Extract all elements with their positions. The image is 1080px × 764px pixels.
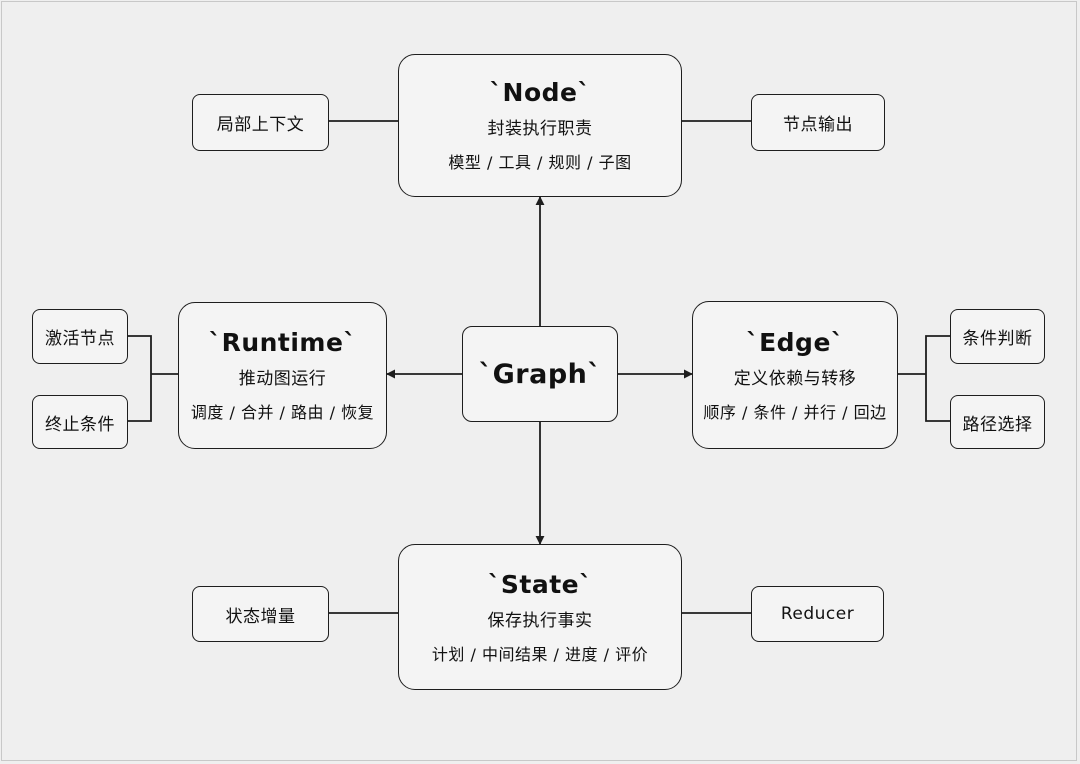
graph-title: `Graph` [478, 358, 602, 390]
node-title: `Node` [489, 78, 591, 107]
state-box: `State` 保存执行事实 计划 / 中间结果 / 进度 / 评价 [398, 544, 682, 690]
state-reducer-box: Reducer [751, 586, 884, 642]
connector-edge-leaves [925, 335, 950, 422]
node-detail: 模型 / 工具 / 规则 / 子图 [448, 153, 632, 172]
node-box: `Node` 封装执行职责 模型 / 工具 / 规则 / 子图 [398, 54, 682, 197]
runtime-title: `Runtime` [208, 328, 357, 357]
runtime-termination-box: 终止条件 [32, 395, 128, 449]
connector-runtime-leaves [128, 335, 152, 422]
runtime-subtitle: 推动图运行 [238, 369, 327, 389]
node-local-context-box: 局部上下文 [192, 94, 329, 151]
edge-condition-box: 条件判断 [950, 309, 1045, 364]
node-output-box: 节点输出 [751, 94, 885, 151]
edge-subtitle: 定义依赖与转移 [733, 368, 857, 389]
runtime-box: `Runtime` 推动图运行 调度 / 合并 / 路由 / 恢复 [178, 302, 387, 449]
state-delta-box: 状态增量 [192, 586, 329, 642]
node-local-context-label: 局部上下文 [216, 115, 305, 135]
runtime-termination-label: 终止条件 [45, 414, 115, 435]
state-subtitle: 保存执行事实 [487, 610, 593, 631]
edge-box: `Edge` 定义依赖与转移 顺序 / 条件 / 并行 / 回边 [692, 301, 898, 449]
node-output-label: 节点输出 [783, 115, 853, 135]
edge-path-box: 路径选择 [950, 395, 1045, 449]
runtime-activate-node-box: 激活节点 [32, 309, 128, 364]
node-subtitle: 封装执行职责 [487, 119, 593, 139]
edge-detail: 顺序 / 条件 / 并行 / 回边 [703, 402, 887, 422]
graph-node: `Graph` [462, 326, 618, 422]
state-detail: 计划 / 中间结果 / 进度 / 评价 [431, 644, 649, 664]
edge-condition-label: 条件判断 [962, 329, 1033, 349]
state-delta-label: 状态增量 [225, 606, 296, 627]
edge-title: `Edge` [746, 327, 844, 357]
runtime-activate-node-label: 激活节点 [45, 329, 115, 349]
edge-path-label: 路径选择 [962, 414, 1033, 435]
state-title: `State` [487, 569, 593, 599]
state-reducer-label: Reducer [780, 604, 855, 624]
runtime-detail: 调度 / 合并 / 路由 / 恢复 [190, 403, 375, 422]
